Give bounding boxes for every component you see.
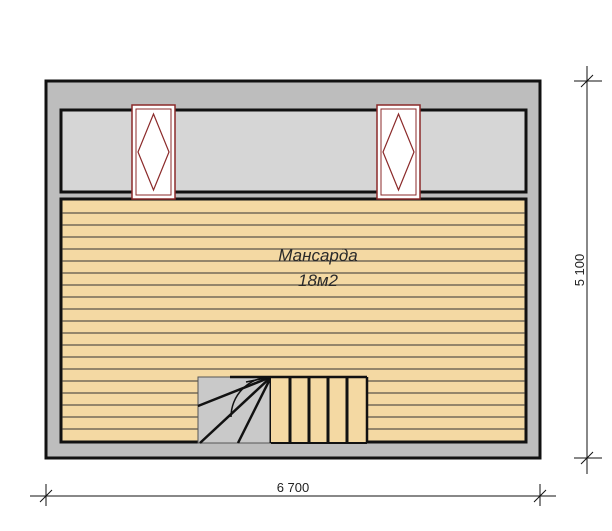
room-name: Мансарда — [278, 246, 357, 265]
dormer-window-right-icon — [376, 104, 421, 200]
room-area: 18м2 — [298, 271, 339, 290]
upper-strip — [59, 108, 528, 194]
dormer-window-left-icon — [131, 104, 176, 200]
floor-boards — [62, 212, 525, 430]
depth-dimension-label: 5 100 — [572, 254, 587, 287]
width-dimension-label: 6 700 — [277, 480, 310, 495]
winder-staircase-icon — [197, 375, 369, 444]
width-dimension — [30, 484, 556, 506]
depth-dimension — [574, 66, 602, 474]
